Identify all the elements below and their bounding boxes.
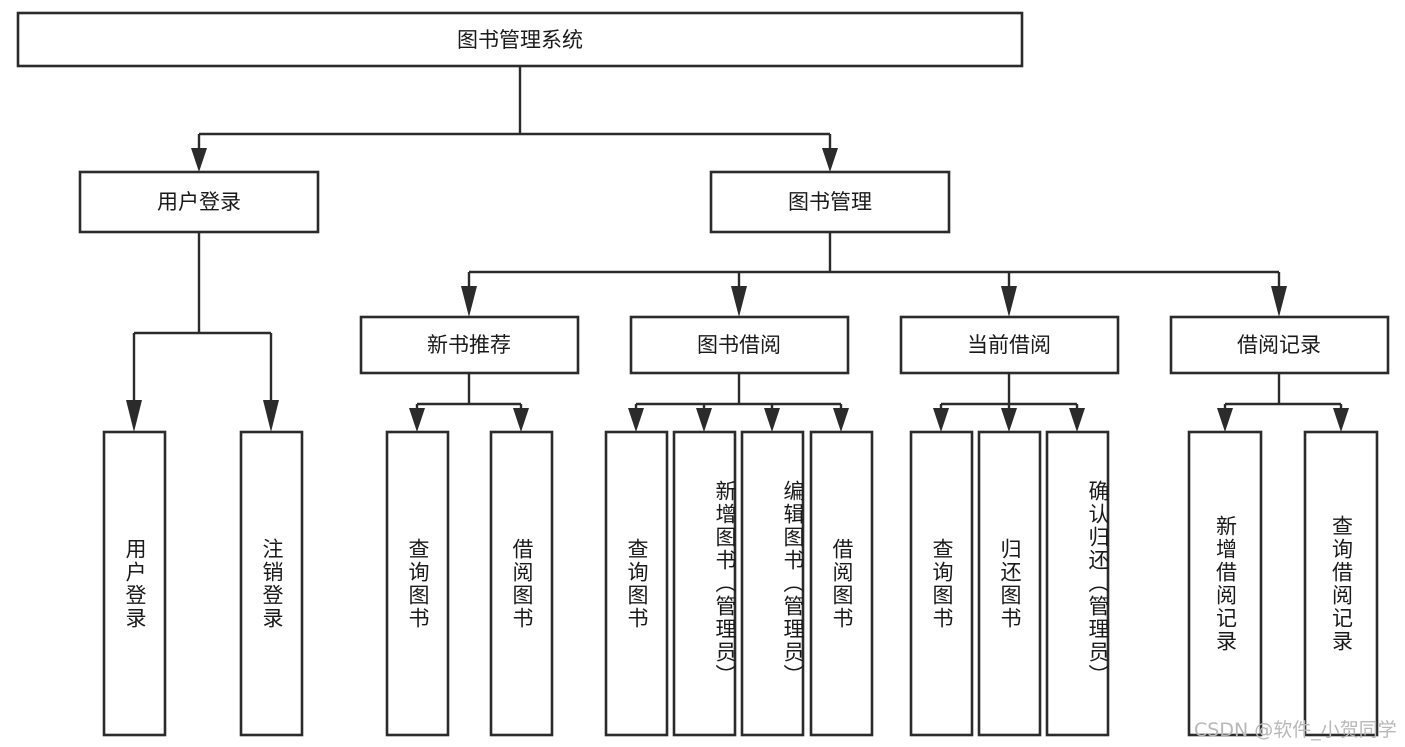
node-user-login-label: 用户登录 [157, 190, 241, 214]
arrow-head-book-management [822, 148, 838, 172]
node-book-management-box[interactable] [709, 170, 951, 234]
node-leaf-user-login-box[interactable] [102, 430, 167, 737]
node-root-label: 图书管理系统 [457, 28, 583, 52]
node-leaf-confirm-return-box[interactable] [1045, 430, 1110, 737]
arrow-head-leaf-borrow-book-2 [833, 408, 849, 432]
arrow-head-leaf-query-book-3 [933, 408, 949, 432]
node-user-login[interactable]: 用户登录 [78, 170, 320, 234]
node-leaf-return-book-box[interactable] [977, 430, 1042, 737]
node-current-borrow-box[interactable] [899, 315, 1120, 375]
node-leaf-edit-book-box[interactable] [740, 430, 805, 737]
node-root[interactable]: 图书管理系统 [16, 11, 1024, 68]
arrow-head-leaf-borrow-book-1 [513, 408, 529, 432]
node-current-borrow[interactable]: 当前借阅 [899, 315, 1120, 375]
node-leaf-query-book-3-box[interactable] [909, 430, 974, 737]
arrow-head-leaf-query-record [1333, 408, 1349, 432]
node-borrow-record-box[interactable] [1169, 315, 1390, 375]
node-user-login-box[interactable] [78, 170, 320, 234]
node-new-book-recommend-box[interactable] [359, 315, 580, 375]
arrow-head-current-borrow [1001, 286, 1017, 317]
arrow-head-leaf-return-book [1001, 408, 1017, 432]
node-leaf-add-record-box[interactable] [1187, 430, 1263, 737]
leaf-box-group [102, 430, 1379, 737]
node-leaf-logout-box[interactable] [239, 430, 304, 737]
arrow-head-leaf-logout [263, 400, 279, 432]
arrow-head-book-borrow [731, 286, 747, 317]
arrow-head-leaf-add-book [696, 408, 712, 432]
node-leaf-borrow-book-2-box[interactable] [809, 430, 874, 737]
arrow-head-leaf-add-record [1217, 408, 1233, 432]
node-leaf-query-book-2-box[interactable] [604, 430, 669, 737]
node-root-box[interactable] [16, 11, 1024, 68]
node-leaf-borrow-book-1-box[interactable] [489, 430, 554, 737]
node-new-book-recommend[interactable]: 新书推荐 [359, 315, 580, 375]
arrow-head-new-book-recommend [461, 286, 477, 317]
csdn-watermark: CSDN @软件_小贺同学 [1194, 719, 1397, 741]
node-leaf-query-book-1-box[interactable] [385, 430, 450, 737]
arrow-head-leaf-query-book-2 [628, 408, 644, 432]
node-leaf-add-book-box[interactable] [672, 430, 737, 737]
arrow-head-leaf-query-book-1 [409, 408, 425, 432]
node-leaf-query-record-box[interactable] [1303, 430, 1379, 737]
arrow-head-leaf-edit-book [764, 408, 780, 432]
arrow-head-leaf-confirm-return [1069, 408, 1085, 432]
arrow-head-user-login [191, 148, 207, 172]
node-book-borrow[interactable]: 图书借阅 [629, 315, 850, 375]
node-borrow-record[interactable]: 借阅记录 [1169, 315, 1390, 375]
arrow-head-leaf-user-login [126, 400, 142, 432]
node-new-book-recommend-label: 新书推荐 [427, 333, 511, 357]
node-book-borrow-box[interactable] [629, 315, 850, 375]
node-borrow-record-label: 借阅记录 [1237, 333, 1321, 357]
node-book-borrow-label: 图书借阅 [697, 333, 781, 357]
node-book-management-label: 图书管理 [788, 190, 872, 214]
node-book-management[interactable]: 图书管理 [709, 170, 951, 234]
connector-group [126, 66, 1349, 432]
arrow-head-borrow-record [1271, 286, 1287, 317]
node-current-borrow-label: 当前借阅 [967, 333, 1051, 357]
